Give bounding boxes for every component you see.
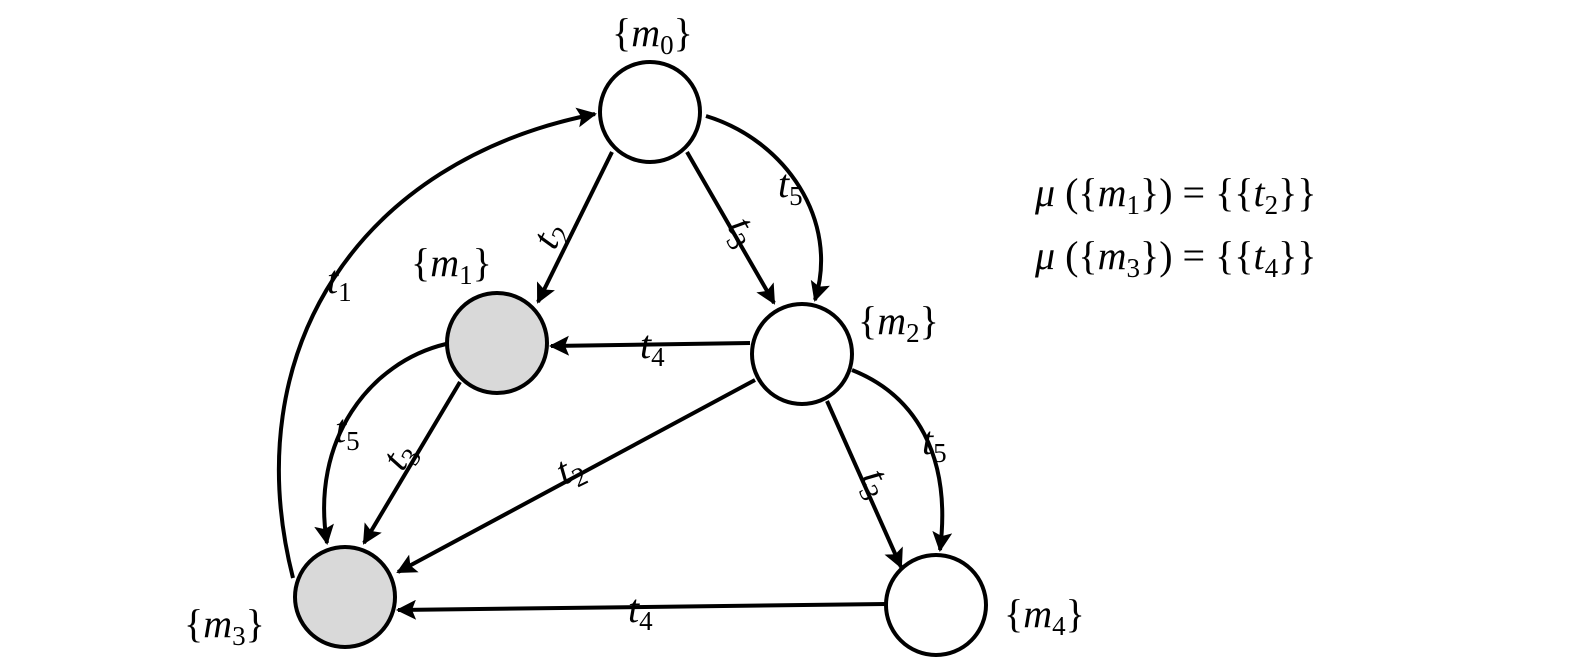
edge-m0-m2-t5 — [705, 114, 830, 302]
edge-label-m3-m0: t1 — [327, 257, 352, 307]
node-m0 — [598, 60, 702, 164]
edge-label-m1-m3-t5: t5 — [335, 406, 360, 456]
edge-label-m0-m1: t2 — [522, 213, 578, 257]
edge-m2-m4-t5 — [851, 368, 953, 552]
node-m3 — [293, 545, 397, 649]
node-m1 — [445, 291, 549, 395]
edge-m2-m3 — [396, 378, 756, 574]
edge-m2-m4-t3 — [825, 400, 903, 569]
edge-label-m1-m3-t3: t3 — [372, 432, 427, 479]
equation-2: μ ({m3}) = {{t4}} — [1034, 233, 1317, 283]
node-label-m0: {m0} — [612, 10, 693, 60]
edge-m1-m3-t3 — [362, 380, 462, 545]
node-label-m1: {m1} — [411, 240, 492, 290]
edge-m2-m1 — [549, 335, 751, 356]
node-m4 — [884, 553, 988, 657]
edge-m0-m1 — [536, 151, 614, 304]
edge-label-m0-m2-t5: t5 — [778, 161, 803, 211]
equation-1: μ ({m1}) = {{t2}} — [1034, 170, 1317, 220]
node-m2 — [750, 302, 854, 406]
edge-label-m2-m1: t4 — [640, 322, 665, 372]
edge-m3-m0 — [277, 107, 597, 579]
node-label-m3: {m3} — [184, 601, 265, 651]
edge-m1-m3-t5 — [314, 342, 447, 545]
edge-label-m4-m3: t4 — [628, 586, 653, 636]
node-label-m4: {m4} — [1004, 591, 1085, 641]
edge-m4-m3 — [396, 599, 887, 620]
node-label-m2: {m2} — [858, 298, 939, 348]
edge-label-m2-m4-t5: t5 — [922, 418, 947, 468]
edge-m0-m2-t3 — [685, 151, 776, 305]
